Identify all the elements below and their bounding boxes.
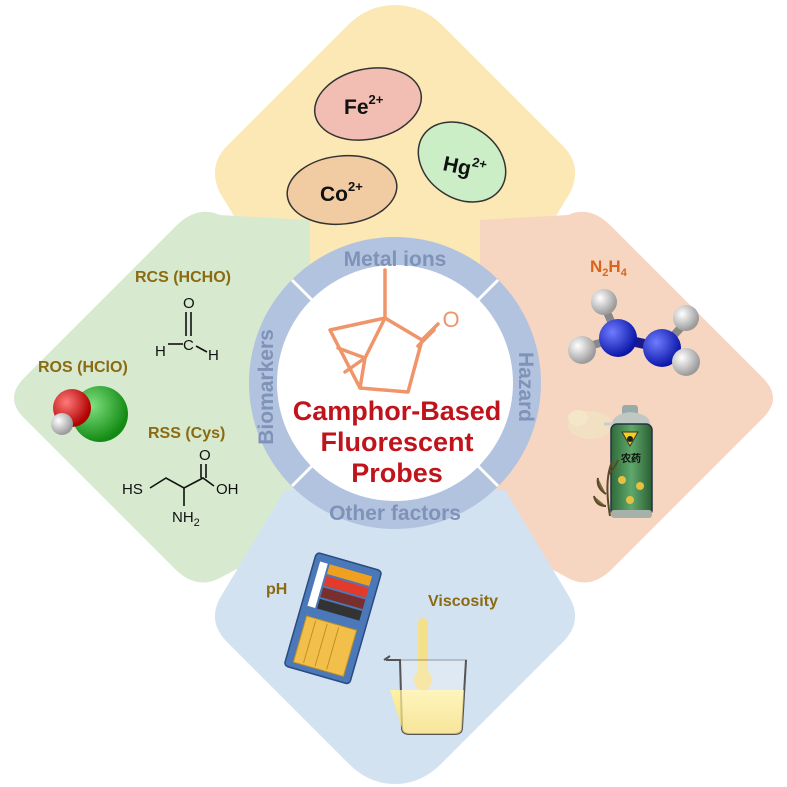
hydrazine-label: N2H4 <box>590 257 628 279</box>
hcho-c: C <box>183 337 194 354</box>
rcs-label: RCS (HCHO) <box>135 269 231 286</box>
cys-nh: NH <box>172 509 194 526</box>
title-line-1: Camphor-Based <box>293 396 502 426</box>
fe-symbol: Fe <box>344 96 369 119</box>
co-symbol: Co <box>320 183 348 206</box>
hydrazine-molecule-icon <box>568 289 700 376</box>
hg-charge: 2+ <box>471 154 489 172</box>
cys-oh: OH <box>216 481 239 498</box>
title-line-3: Probes <box>351 458 443 488</box>
ros-label: ROS (HClO) <box>38 359 128 376</box>
svg-text:Co2+: Co2+ <box>320 179 363 206</box>
camphor-oxygen-label: O <box>442 307 459 332</box>
hcho-o: O <box>183 295 195 312</box>
title-line-2: Fluorescent <box>320 427 473 457</box>
ring-label-biomarkers: Biomarkers <box>255 329 278 445</box>
co-ion-badge: Co2+ <box>286 154 398 226</box>
ph-label: pH <box>266 581 287 598</box>
ring-label-other-factors: Other factors <box>329 502 461 525</box>
viscosity-beaker-icon <box>383 618 468 735</box>
cysteine-structure: O OH HS NH2 <box>122 447 239 529</box>
co-charge: 2+ <box>348 179 363 194</box>
ph-test-strip-icon <box>284 552 382 685</box>
hcho-structure: O H C H <box>155 295 219 364</box>
cys-hs: HS <box>122 481 143 498</box>
biomarkers-panel <box>14 211 310 583</box>
ring-label-metal-ions: Metal ions <box>344 248 447 271</box>
hazard-panel <box>480 211 773 583</box>
ring-label-hazard: Hazard <box>514 352 537 422</box>
camphor-structure-icon <box>328 268 440 394</box>
hg-symbol: Hg <box>441 152 473 180</box>
hclo-molecule-icon <box>51 386 128 442</box>
hg-ion-badge: Hg2+ <box>417 121 507 203</box>
hcho-h-left: H <box>155 343 166 360</box>
fe-charge: 2+ <box>369 92 384 107</box>
svg-text:NH2: NH2 <box>172 509 200 529</box>
hcho-h-right: H <box>208 347 219 364</box>
rss-label: RSS (Cys) <box>148 425 225 442</box>
svg-text:Hg2+: Hg2+ <box>441 148 489 183</box>
pesticide-label: 农药 <box>620 452 641 465</box>
skull-warning-icon <box>627 436 633 442</box>
viscosity-label: Viscosity <box>428 593 498 610</box>
other-factors-panel <box>214 490 576 784</box>
svg-text:Fe2+: Fe2+ <box>344 92 384 119</box>
cys-o: O <box>199 447 211 464</box>
ring-dividers <box>290 278 500 488</box>
pesticide-spray-can-icon: 农药 <box>568 405 653 518</box>
center-disk <box>277 265 513 501</box>
cys-nh-sub: 2 <box>194 517 200 529</box>
fe-ion-badge: Fe2+ <box>313 67 423 141</box>
